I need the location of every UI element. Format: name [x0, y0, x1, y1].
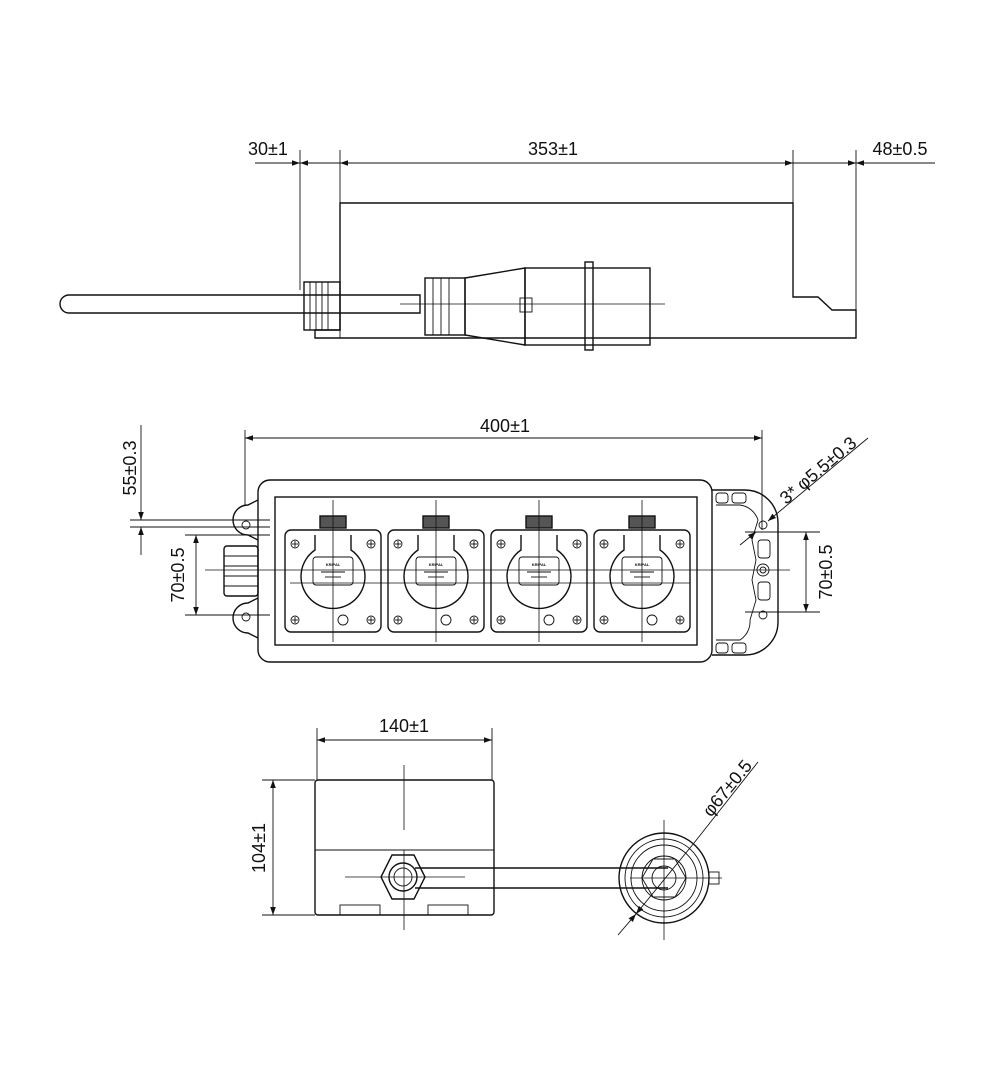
cable-gland-front	[223, 545, 259, 597]
plug-connector	[424, 277, 466, 336]
dim-label-side-width: 140±1	[379, 716, 429, 736]
socket: KRIPAL	[490, 500, 588, 642]
socket-panel	[274, 496, 698, 646]
screw-icon	[599, 539, 609, 549]
dim-label-side-height: 104±1	[249, 823, 269, 873]
screw-icon	[366, 539, 376, 549]
mount-hole	[758, 610, 768, 620]
socket: KRIPAL	[593, 500, 691, 642]
housing-front	[257, 479, 713, 663]
front-view: 400±1 55±0.3 70±0.5	[120, 416, 869, 663]
screw-icon	[496, 615, 506, 625]
dim-label-ear-offset: 55±0.3	[120, 441, 140, 496]
mounting-ear-top	[232, 499, 259, 541]
handle	[712, 489, 779, 656]
dim-label-right-spacing: 70±0.5	[816, 545, 836, 600]
screw-icon	[572, 539, 582, 549]
dim-label-left: 30±1	[248, 139, 288, 159]
screw-icon	[393, 615, 403, 625]
housing-side	[314, 779, 495, 916]
mounting-ear-bottom	[232, 597, 259, 639]
screw-icon	[572, 615, 582, 625]
dim-label-right: 48±0.5	[873, 139, 928, 159]
screw-icon	[675, 615, 685, 625]
top-view: 30±1 353±1 48±0.5	[59, 139, 935, 351]
socket: KRIPAL	[387, 500, 485, 642]
screw-icon	[599, 615, 609, 625]
dim-label-left-spacing: 70±0.5	[168, 548, 188, 603]
mount-hole	[758, 520, 768, 530]
dim-label-body: 353±1	[528, 139, 578, 159]
screw-icon	[290, 615, 300, 625]
screw-icon	[290, 539, 300, 549]
dim-label-holes: 3* φ5.5±0.3	[776, 433, 861, 509]
plug-body	[524, 267, 651, 346]
screw-icon	[469, 539, 479, 549]
screw-icon	[675, 539, 685, 549]
plug-flange	[584, 261, 594, 351]
screw-icon	[366, 615, 376, 625]
screw-icon	[469, 615, 479, 625]
socket: KRIPAL	[284, 500, 382, 642]
dim-label-width: 400±1	[480, 416, 530, 436]
round-plug	[618, 820, 722, 940]
cable-top	[59, 294, 421, 314]
dim-label-plug-diameter: φ67±0.5	[699, 756, 756, 820]
side-view: 140±1 104±1	[249, 716, 759, 940]
screw-icon	[393, 539, 403, 549]
plug-cone	[464, 267, 526, 346]
screw-icon	[496, 539, 506, 549]
